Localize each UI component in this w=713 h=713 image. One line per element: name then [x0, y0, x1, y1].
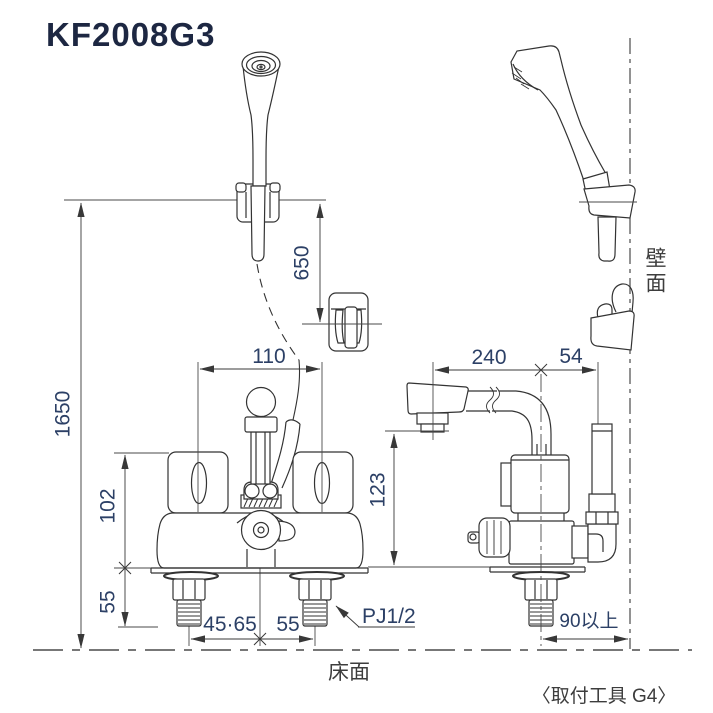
dim-54-label: 54	[559, 345, 583, 368]
spout-side	[406, 382, 469, 415]
diverter-knob-top	[245, 386, 277, 418]
dim-240-label: 240	[471, 346, 506, 369]
mounting-tool-note: 〈取付工具 G4〉	[532, 685, 677, 707]
dim-650-label: 650	[290, 245, 313, 280]
hose-connector-pipe	[591, 423, 613, 495]
deck-front	[150, 567, 369, 574]
dim-110-label: 110	[252, 345, 285, 368]
shower-hose-dashed	[256, 263, 300, 361]
stop-valve-knob	[478, 517, 511, 558]
leg-left	[163, 571, 219, 627]
dim-90min-label: 90以上	[559, 610, 618, 632]
wall-surface-label-top: 壁	[646, 247, 667, 270]
shower-handle-front	[242, 65, 280, 187]
wall-surface-label-bottom: 面	[646, 272, 667, 295]
hose-hook-front	[328, 292, 369, 352]
thread-spec-label: PJ1/2	[362, 605, 416, 628]
dim-55-center-label: 55	[276, 613, 299, 636]
dim-102-label: 102	[96, 488, 119, 523]
dim-123-label: 123	[366, 472, 389, 507]
hose-side	[611, 283, 634, 314]
front-view	[150, 51, 369, 627]
floor-surface-label: 床面	[328, 661, 370, 684]
dim-45-65-label: 45·65	[203, 613, 257, 636]
model-title: KF2008G3	[46, 16, 215, 53]
leg-right	[289, 571, 345, 627]
faucet-body-side	[510, 454, 570, 514]
aerator	[420, 423, 445, 433]
shower-handle-side	[510, 45, 607, 182]
side-view	[406, 45, 636, 627]
dim-1650-label: 1650	[51, 391, 74, 438]
overlay-lines	[197, 201, 637, 646]
hose-hook-side	[590, 310, 635, 351]
dim-55-left-label: 55	[96, 590, 119, 613]
shower-elbow	[587, 523, 617, 563]
